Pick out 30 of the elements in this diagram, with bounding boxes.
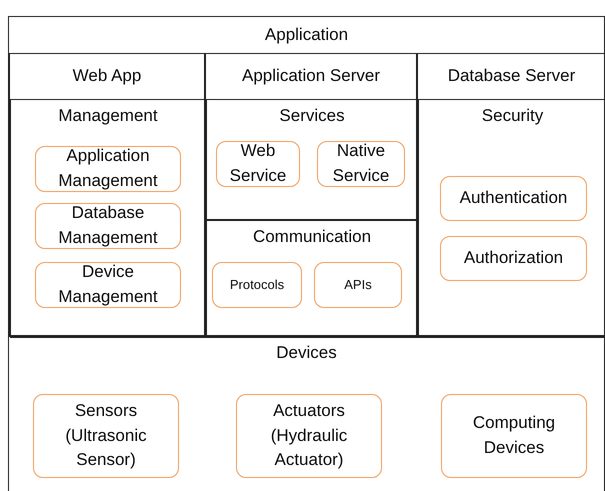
section-heading: Web App <box>72 66 142 86</box>
component-box: Actuators (Hydraulic Actuator) <box>236 394 382 478</box>
section-heading: Management <box>58 106 158 126</box>
section-heading: Services <box>279 106 345 126</box>
section-panel <box>205 53 417 337</box>
component-box: APIs <box>314 262 402 308</box>
component-box: Computing Devices <box>441 394 587 478</box>
component-box: Web Service <box>216 141 300 187</box>
section-heading: Database Server <box>448 66 576 86</box>
component-box: Protocols <box>212 262 302 308</box>
section-heading: Communication <box>252 227 372 247</box>
component-box: Application Management <box>35 146 181 192</box>
section-panel <box>417 53 605 337</box>
component-box: Sensors (Ultrasonic Sensor) <box>33 394 179 478</box>
section-heading: Application Server <box>242 66 380 86</box>
section-heading: Application <box>264 25 348 45</box>
section-panel <box>9 53 205 337</box>
section-panel <box>206 99 418 220</box>
section-heading: Security <box>482 106 544 126</box>
section-panel <box>8 16 605 336</box>
section-panel <box>10 99 206 338</box>
component-box: Native Service <box>317 141 405 187</box>
section-panel <box>206 220 418 338</box>
component-box: Device Management <box>35 262 181 308</box>
section-panel <box>8 336 605 491</box>
section-heading: Devices <box>276 343 337 363</box>
component-box: Authorization <box>440 236 587 281</box>
component-box: Authentication <box>440 176 587 221</box>
component-box: Database Management <box>35 203 181 249</box>
section-panel <box>418 99 605 338</box>
